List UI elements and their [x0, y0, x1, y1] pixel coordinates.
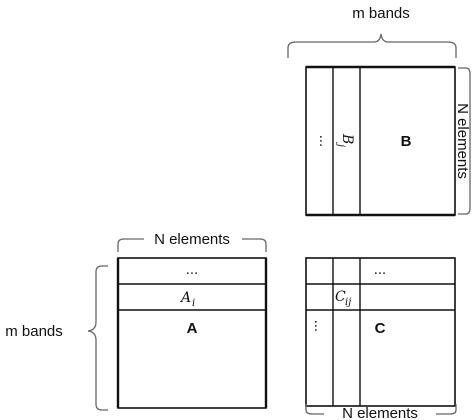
b-right-brace-label: N elements	[454, 103, 471, 179]
matrix-a-label: A	[187, 320, 198, 337]
matrix-c	[305, 257, 456, 407]
matrix-a-row-label: A i	[179, 290, 195, 309]
b-right-brace	[458, 67, 471, 215]
svg-text:C: C	[335, 289, 346, 305]
c-bottom-brace-label: N elements	[342, 405, 418, 420]
svg-text:B: B	[339, 133, 355, 144]
a-top-brace	[117, 238, 267, 252]
matrix-b	[305, 65, 456, 217]
a-left-brace	[87, 265, 108, 411]
matrix-c-label: C	[375, 320, 386, 337]
matrix-c-ellipsis-left: ...	[311, 320, 326, 332]
a-left-brace-label: m bands	[5, 323, 63, 340]
matrix-a	[116, 257, 268, 409]
svg-text:i: i	[192, 298, 195, 309]
b-top-brace	[287, 33, 457, 58]
c-bottom-brace	[305, 404, 457, 415]
b-top-brace-label: m bands	[352, 5, 410, 22]
svg-text:A: A	[179, 290, 191, 306]
matrix-b-ellipsis: ...	[316, 135, 331, 147]
matrix-a-ellipsis: ...	[186, 263, 198, 278]
matrix-c-ellipsis-top: ...	[374, 263, 386, 278]
svg-text:ij: ij	[345, 297, 351, 308]
a-top-brace-label: N elements	[154, 231, 230, 248]
matrix-b-label: B	[401, 133, 412, 150]
matrix-c-cell-label: C ij	[335, 289, 351, 308]
svg-text:j: j	[335, 142, 346, 147]
matrix-b-column-label: B j	[335, 133, 355, 147]
